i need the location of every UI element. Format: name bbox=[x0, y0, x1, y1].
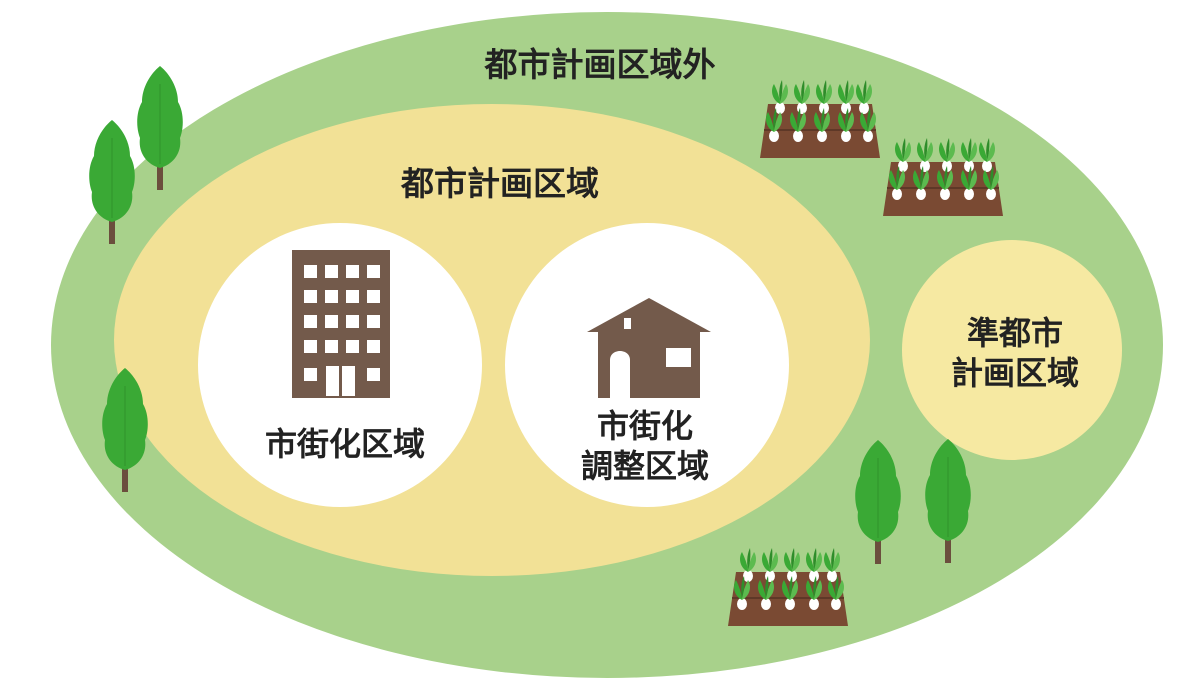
city-planning-area-label: 都市計画区域 bbox=[401, 164, 599, 203]
adjustment-area-label-line-2: 調整区域 bbox=[580, 447, 709, 485]
office-building-icon bbox=[292, 250, 390, 398]
quasi-area-label-line-2: 計画区域 bbox=[950, 354, 1079, 392]
house-icon bbox=[587, 298, 711, 398]
outside-area-label: 都市計画区域外 bbox=[484, 45, 716, 84]
urbanization-area-label: 市街化区域 bbox=[264, 425, 425, 463]
adjustment-area-label-line-1: 市街化 bbox=[596, 407, 693, 445]
quasi-city-planning-area bbox=[902, 240, 1122, 460]
quasi-area-label: 準都市 計画区域 bbox=[905, 313, 1125, 393]
adjustment-area-label: 市街化 調整区域 bbox=[525, 406, 765, 486]
quasi-area-label-line-1: 準都市 bbox=[966, 314, 1063, 352]
